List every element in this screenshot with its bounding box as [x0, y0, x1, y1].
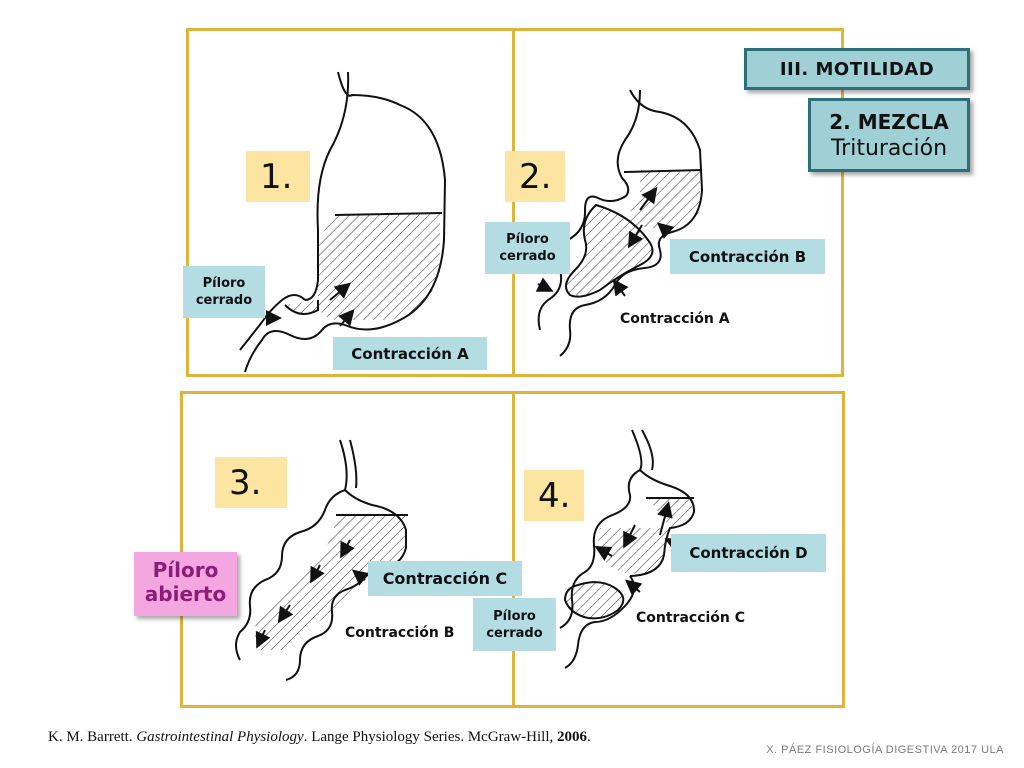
- subsection-box: 2. MEZCLA Trituración: [808, 98, 970, 172]
- stomach-drawing-4: [559, 429, 696, 669]
- citation-rest: . Lange Physiology Series. McGraw-Hill,: [303, 729, 557, 745]
- step-number-4: 4.: [524, 470, 584, 521]
- contraction-label-2-plain: Contracción A: [620, 311, 730, 327]
- pylorus-label-3: Píloro abierto: [134, 552, 237, 616]
- stomach-drawing-2: [535, 89, 704, 357]
- contraction-label-1: Contracción A: [333, 337, 487, 370]
- citation-end: .: [586, 729, 591, 745]
- pylorus-label-1: Píloro cerrado: [183, 266, 265, 318]
- stomach-drawing-3: [235, 439, 408, 681]
- citation: K. M. Barrett. Gastrointestinal Physiolo…: [48, 729, 591, 746]
- footer-credit: X. PÁEZ FISIOLOGÍA DIGESTIVA 2017 ULA: [766, 744, 1004, 756]
- stomach-drawing-1: [239, 71, 447, 373]
- contraction-label-4-boxed: Contracción D: [671, 534, 826, 572]
- pylorus-label-4: Píloro cerrado: [473, 598, 556, 651]
- pylorus-label-2: Píloro cerrado: [485, 222, 570, 274]
- contraction-label-4-plain: Contracción C: [636, 610, 746, 626]
- step-number-1: 1.: [246, 151, 310, 202]
- step-number-2: 2.: [505, 151, 565, 202]
- citation-authors: K. M. Barrett.: [48, 729, 137, 745]
- section-title: III. MOTILIDAD: [779, 58, 935, 80]
- subsection-subtitle: Trituración: [830, 136, 948, 161]
- subsection-title: 2. MEZCLA: [829, 110, 949, 134]
- citation-title: Gastrointestinal Physiology: [136, 729, 304, 745]
- contraction-label-3-boxed: Contracción C: [368, 561, 522, 596]
- step-number-3: 3.: [215, 457, 287, 508]
- contraction-label-2-boxed: Contracción B: [670, 239, 825, 274]
- contraction-label-3-plain: Contracción B: [345, 625, 455, 641]
- section-title-box: III. MOTILIDAD: [744, 48, 970, 90]
- citation-year: 2006: [556, 729, 587, 745]
